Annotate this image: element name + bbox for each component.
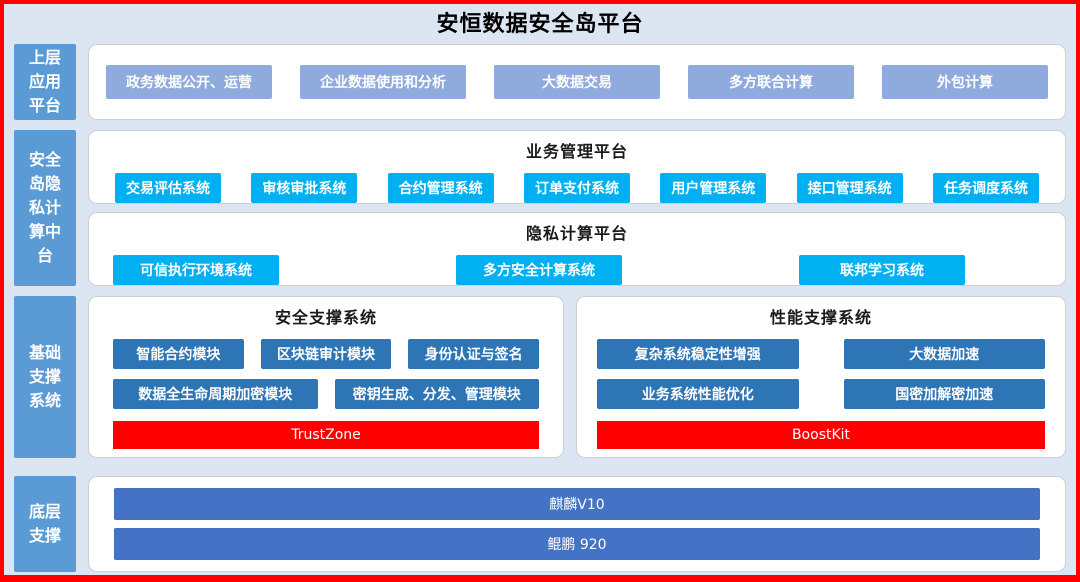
sidebar-label-text: 安全岛隐私计算中台 xyxy=(28,150,61,265)
panel-upper-apps: 政务数据公开、运营 企业数据使用和分析 大数据交易 多方联合计算 外包计算 xyxy=(88,44,1066,120)
sidebar-label-text: 底层支撑 xyxy=(28,502,61,545)
app-chip-outsource-compute: 外包计算 xyxy=(882,65,1048,99)
page-title: 安恒数据安全岛平台 xyxy=(436,12,644,37)
app-chip-bigdata-trade: 大数据交易 xyxy=(494,65,660,99)
bottom-edge-line xyxy=(4,578,1076,582)
panel-bottom-layer: 麒麟V10 鲲鹏 920 xyxy=(88,476,1066,572)
module-chip-identity-signature: 身份认证与签名 xyxy=(408,339,540,369)
system-chip-trade-eval: 交易评估系统 xyxy=(115,173,221,203)
system-chip-tee: 可信执行环境系统 xyxy=(113,255,279,285)
sidebar-label-text: 上层应用平台 xyxy=(28,48,61,115)
security-modules-row-1: 智能合约模块 区块链审计模块 身份认证与签名 xyxy=(89,339,563,369)
sidebar-label-middle-platform: 安全岛隐私计算中台 xyxy=(14,130,76,286)
panel-title-security-support: 安全支撑系统 xyxy=(274,308,377,327)
module-chip-lifecycle-encryption: 数据全生命周期加密模块 xyxy=(113,379,318,409)
band-foundation-support: 基础支撑系统 安全支撑系统 智能合约模块 区块链审计模块 身份认证与签名 数据全… xyxy=(14,296,1066,458)
performance-modules-row-2: 业务系统性能优化 国密加解密加速 xyxy=(577,379,1065,409)
base-bar-kylin-v10: 麒麟V10 xyxy=(114,488,1040,520)
system-chip-interface-mgmt: 接口管理系统 xyxy=(796,173,903,203)
panel-title-business: 业务管理平台 xyxy=(525,142,628,161)
sidebar-label-bottom-layer: 底层支撑 xyxy=(14,476,76,572)
privacy-systems-row: 可信执行环境系统 多方安全计算系统 联邦学习系统 xyxy=(89,255,1065,285)
band-upper-apps: 上层应用平台 政务数据公开、运营 企业数据使用和分析 大数据交易 多方联合计算 … xyxy=(14,44,1066,120)
system-chip-order-payment: 订单支付系统 xyxy=(523,173,630,203)
band-middle-platform: 安全岛隐私计算中台 业务管理平台 交易评估系统 审核审批系统 合约管理系统 订单… xyxy=(14,130,1066,286)
system-chip-contract-mgmt: 合约管理系统 xyxy=(387,173,494,203)
sidebar-label-upper-apps: 上层应用平台 xyxy=(14,44,76,120)
system-chip-task-schedule: 任务调度系统 xyxy=(932,173,1039,203)
panel-security-support: 安全支撑系统 智能合约模块 区块链审计模块 身份认证与签名 数据全生命周期加密模… xyxy=(88,296,564,458)
module-chip-perf-optimize: 业务系统性能优化 xyxy=(597,379,799,409)
performance-modules-row-1: 复杂系统稳定性增强 大数据加速 xyxy=(577,339,1065,369)
system-chip-user-mgmt: 用户管理系统 xyxy=(660,173,767,203)
diagram-content: 上层应用平台 政务数据公开、运营 企业数据使用和分析 大数据交易 多方联合计算 … xyxy=(4,44,1076,572)
module-chip-blockchain-audit: 区块链审计模块 xyxy=(260,339,392,369)
business-systems-row: 交易评估系统 审核审批系统 合约管理系统 订单支付系统 用户管理系统 接口管理系… xyxy=(89,173,1065,203)
panel-business-platform: 业务管理平台 交易评估系统 审核审批系统 合约管理系统 订单支付系统 用户管理系… xyxy=(88,130,1066,204)
band-bottom-layer: 底层支撑 麒麟V10 鲲鹏 920 xyxy=(14,476,1066,572)
panel-title-performance-support: 性能支撑系统 xyxy=(769,308,872,327)
middle-platform-stack: 业务管理平台 交易评估系统 审核审批系统 合约管理系统 订单支付系统 用户管理系… xyxy=(88,130,1066,286)
app-chip-multiparty-compute: 多方联合计算 xyxy=(688,65,854,99)
system-chip-review-approval: 审核审批系统 xyxy=(251,173,358,203)
panel-privacy-platform: 隐私计算平台 可信执行环境系统 多方安全计算系统 联邦学习系统 xyxy=(88,212,1066,286)
sidebar-label-foundation: 基础支撑系统 xyxy=(14,296,76,458)
base-bar-kunpeng-920: 鲲鹏 920 xyxy=(114,528,1040,560)
module-chip-key-management: 密钥生成、分发、管理模块 xyxy=(334,379,539,409)
sidebar-label-text: 基础支撑系统 xyxy=(28,343,61,410)
panel-title-privacy: 隐私计算平台 xyxy=(525,224,628,243)
app-chip-gov-data: 政务数据公开、运营 xyxy=(106,65,272,99)
module-chip-bigdata-accel: 大数据加速 xyxy=(843,339,1045,369)
panel-performance-support: 性能支撑系统 复杂系统稳定性增强 大数据加速 业务系统性能优化 国密加解密加速 … xyxy=(576,296,1066,458)
module-chip-smart-contract: 智能合约模块 xyxy=(113,339,244,369)
system-chip-mpc: 多方安全计算系统 xyxy=(456,255,622,285)
module-chip-sm-crypto-accel: 国密加解密加速 xyxy=(843,379,1045,409)
security-modules-row-2: 数据全生命周期加密模块 密钥生成、分发、管理模块 xyxy=(89,379,563,409)
highlight-bar-boostkit: BoostKit xyxy=(597,421,1045,449)
app-chip-enterprise-data: 企业数据使用和分析 xyxy=(300,65,466,99)
module-chip-stability-enhance: 复杂系统稳定性增强 xyxy=(597,339,799,369)
highlight-bar-trustzone: TrustZone xyxy=(113,421,539,449)
system-chip-federated-learning: 联邦学习系统 xyxy=(799,255,965,285)
